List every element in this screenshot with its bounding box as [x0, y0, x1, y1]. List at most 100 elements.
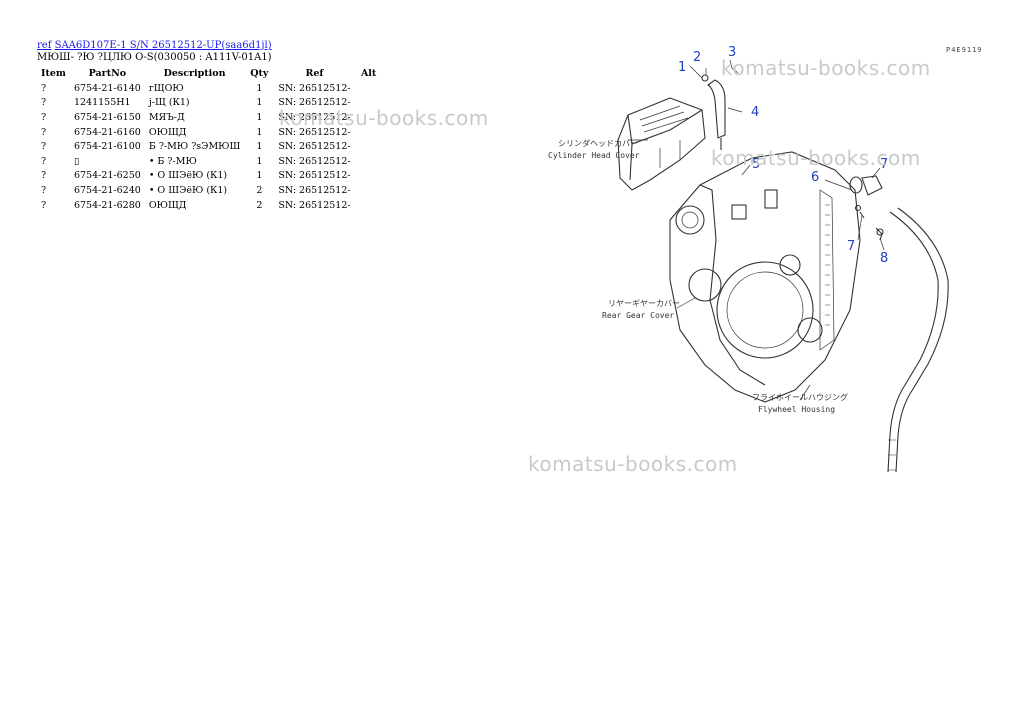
cell-partno: ▯ [70, 154, 145, 169]
cell-qty: 1 [256, 170, 263, 182]
watermark: komatsu-books.com [721, 56, 931, 80]
cell-alt [355, 183, 383, 198]
cell-description: j-Щ (К1) [148, 97, 190, 109]
cell-alt [355, 154, 383, 169]
cell-partno: 6754-21-6100 [73, 141, 141, 153]
table-row[interactable]: ? ▯ • Б ?-МЮ 1 SN: 26512512- [37, 154, 383, 169]
cell-ref: SN: 26512512- [278, 199, 351, 211]
table-header-row: Item PartNo Description Qty Ref Alt [37, 66, 383, 81]
cell-item: ? [41, 141, 47, 153]
cell-description: ОЮЩД [148, 126, 187, 138]
callout-1: 7 [880, 157, 888, 172]
table-row[interactable]: ? 6754-21-6250 • О ШЭёЮ (К1) 1 SN: 26512… [37, 169, 383, 184]
callout-7b: 5 [752, 157, 760, 172]
cell-alt [355, 169, 383, 184]
cell-qty: 2 [256, 199, 263, 211]
cell-ref: SN: 26512512- [278, 155, 351, 167]
callout-5: 4 [751, 105, 759, 120]
cell-qty: 2 [256, 184, 263, 196]
cell-ref: SN: 26512512- [278, 126, 351, 138]
table-row[interactable]: ? 6754-21-6160 ОЮЩД 1 SN: 26512512- [37, 125, 383, 140]
model-link[interactable]: SAA6D107E-1 S/N 26512512-UP(saa6d1jl) [54, 40, 272, 51]
label-flywheel-housing-jp: フライホイールハウジング [752, 392, 848, 402]
cell-item: ? [41, 111, 47, 123]
cell-item: ? [41, 97, 47, 109]
cell-description: гЩОЮ [148, 82, 184, 94]
cell-alt [355, 139, 383, 154]
cell-partno: 6754-21-6140 [73, 82, 141, 94]
cell-qty: 1 [256, 141, 263, 153]
label-cylinder-head-cover-jp: シリンダヘッドカバー [558, 138, 638, 148]
table-row[interactable]: ? 6754-21-6280 ОЮЩД 2 SN: 26512512- [37, 198, 383, 213]
cell-ref: SN: 26512512- [278, 82, 351, 94]
cell-partno: 6754-21-6280 [73, 199, 141, 211]
cell-alt [355, 81, 383, 96]
callout-2: 6 [811, 170, 819, 185]
label-rear-gear-cover-jp: リヤーギヤーカバー [608, 299, 680, 308]
cell-item: ? [41, 82, 47, 94]
watermark: komatsu-books.com [528, 452, 738, 476]
label-flywheel-housing: Flywheel Housing [758, 405, 835, 414]
cylinder-head-cover [617, 97, 706, 191]
cell-ref: SN: 26512512- [278, 111, 351, 123]
cell-partno: 6754-21-6240 [73, 184, 141, 196]
cell-description: Б ?-МЮ ?sЭМЮШ [148, 141, 241, 153]
rear-gear-cover [669, 151, 861, 403]
cell-description: • О ШЭёЮ (К1) [148, 184, 228, 196]
cell-partno: 6754-21-6150 [73, 111, 141, 123]
table-row[interactable]: ? 6754-21-6100 Б ?-МЮ ?sЭМЮШ 1 SN: 26512… [37, 139, 383, 154]
callout-3: 7 [847, 239, 855, 254]
cell-item: ? [41, 155, 47, 167]
page-title: МЮШ- ?Ю ?ЦЛЮ О-S(030050 : A111V-01A1) [37, 52, 272, 63]
header-description: Description [163, 68, 226, 79]
breadcrumb: ref SAA6D107E-1 S/N 26512512-UP(saa6d1jl… [37, 40, 272, 52]
cell-alt [355, 198, 383, 213]
ref-link[interactable]: ref [37, 40, 52, 51]
cell-description: МЯЪ-Д [148, 111, 185, 123]
table-row[interactable]: ? 6754-21-6140 гЩОЮ 1 SN: 26512512- [37, 81, 383, 96]
table-row[interactable]: ? 6754-21-6240 • О ШЭёЮ (К1) 2 SN: 26512… [37, 183, 383, 198]
cell-partno: 6754-21-6250 [73, 170, 141, 182]
cell-qty: 1 [256, 126, 263, 138]
label-rear-gear-cover: Rear Gear Cover [602, 311, 674, 320]
watermark: komatsu-books.com [711, 146, 921, 170]
cell-description: • О ШЭёЮ (К1) [148, 170, 228, 182]
header-partno: PartNo [88, 68, 127, 79]
cell-item: ? [41, 199, 47, 211]
parts-table: Item PartNo Description Qty Ref Alt ? 67… [37, 66, 383, 212]
leader-lines [628, 59, 885, 401]
cell-item: ? [41, 126, 47, 138]
cell-ref: SN: 26512512- [278, 170, 351, 182]
cell-description: • Б ?-МЮ [148, 155, 197, 167]
cell-description: ОЮЩД [148, 199, 187, 211]
cell-partno: 1241155H1 [73, 97, 131, 109]
missing-glyph-icon: ▯ [73, 155, 80, 167]
cell-qty: 1 [256, 97, 263, 109]
callout-4: 8 [880, 251, 888, 266]
header-alt: Alt [360, 68, 377, 79]
cell-ref: SN: 26512512- [278, 184, 351, 196]
cell-item: ? [41, 170, 47, 182]
cell-qty: 1 [256, 111, 263, 123]
table-row[interactable]: ? 1241155H1 j-Щ (К1) 1 SN: 26512512- [37, 96, 383, 111]
table-row[interactable]: ? 6754-21-6150 МЯЪ-Д 1 SN: 26512512- [37, 110, 383, 125]
callout-7: 1 [678, 60, 686, 75]
cell-partno: 6754-21-6160 [73, 126, 141, 138]
header-ref: Ref [305, 68, 324, 79]
cell-item: ? [41, 184, 47, 196]
parts-diagram: 1 2 3 4 5 6 7 7 8 シリンダヘッドカバー Cylinder He… [548, 45, 949, 473]
watermark: komatsu-books.com [279, 106, 489, 130]
fitting-parts [849, 175, 884, 241]
figure-id: P4E9119 [946, 46, 983, 54]
breather-hose [887, 207, 949, 473]
breather-pipe [701, 74, 726, 150]
cell-qty: 1 [256, 155, 263, 167]
callout-8: 3 [728, 45, 736, 60]
cell-qty: 1 [256, 82, 263, 94]
callout-6: 2 [693, 50, 701, 65]
header-item: Item [41, 68, 66, 79]
cell-ref: SN: 26512512- [278, 141, 351, 153]
header-qty: Qty [250, 68, 269, 79]
label-cylinder-head-cover: Cylinder Head Cover [548, 151, 640, 160]
cell-ref: SN: 26512512- [278, 97, 351, 109]
